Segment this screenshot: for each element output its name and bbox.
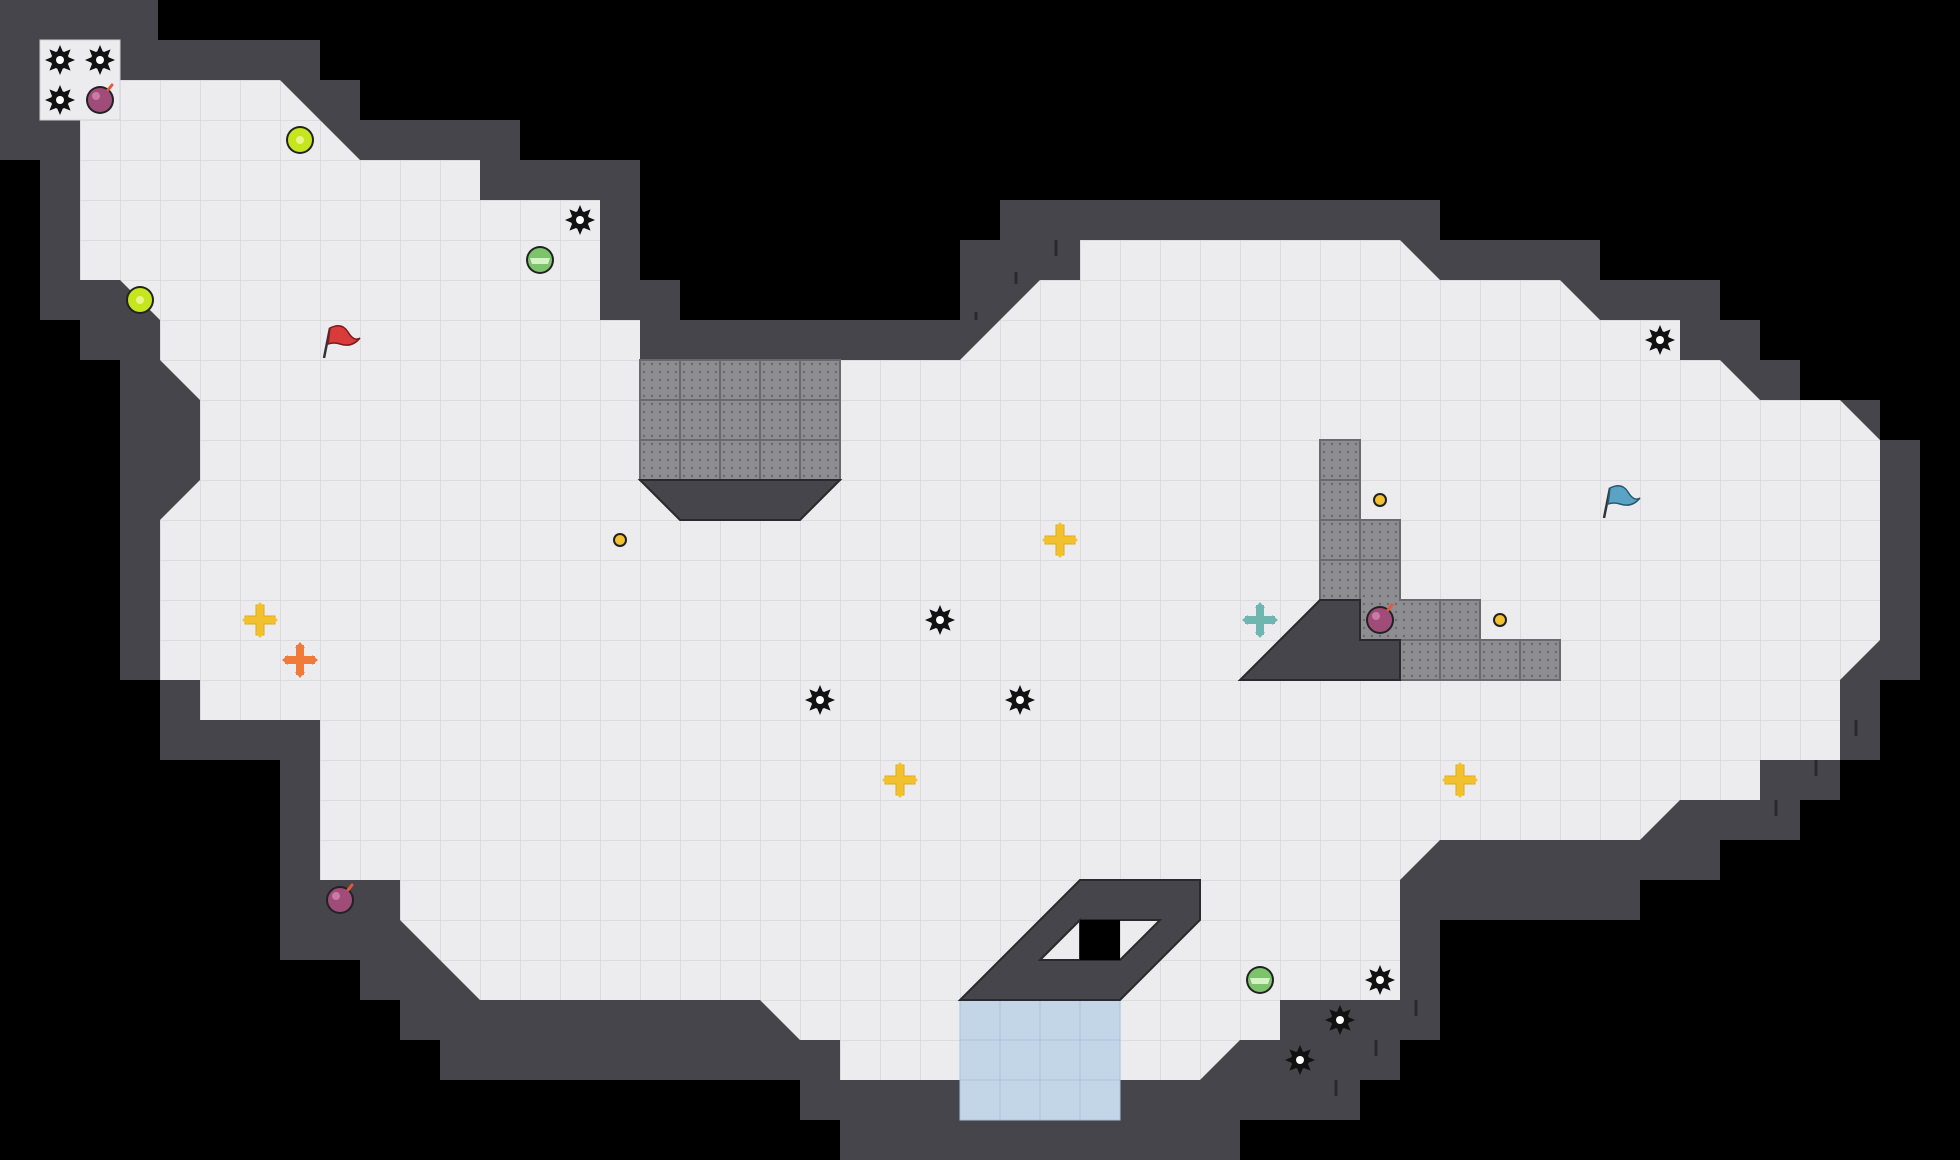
gold-coin bbox=[1373, 493, 1387, 507]
spike-mine bbox=[1325, 1005, 1355, 1035]
spike-mine bbox=[45, 45, 75, 75]
spike-mine bbox=[805, 685, 835, 715]
arena-floor bbox=[40, 40, 1880, 1120]
spike-mine bbox=[85, 45, 115, 75]
spike-mine bbox=[1645, 325, 1675, 355]
grated-block-right-grid bbox=[1320, 479, 1560, 680]
spike-mine bbox=[1285, 1045, 1315, 1075]
gold-coin bbox=[1493, 613, 1507, 627]
water-grid bbox=[960, 1000, 1120, 1120]
yellow-orb bbox=[286, 126, 314, 154]
wall-notches bbox=[974, 240, 1858, 1096]
spike-mine bbox=[1365, 965, 1395, 995]
spike-mine bbox=[565, 205, 595, 235]
wall-wedge-left bbox=[637, 479, 843, 521]
grated-block-left-grid bbox=[640, 360, 840, 480]
grated-block-left bbox=[639, 359, 841, 481]
gold-coin bbox=[613, 533, 627, 547]
wall-wedge-right bbox=[1237, 599, 1401, 681]
spike-mine bbox=[1005, 685, 1035, 715]
spike-mine bbox=[45, 85, 75, 115]
green-orb bbox=[1246, 966, 1274, 994]
blue-flag bbox=[1602, 485, 1641, 519]
green-orb bbox=[526, 246, 554, 274]
spike-mine bbox=[925, 605, 955, 635]
red-flag bbox=[322, 325, 361, 359]
yellow-orb bbox=[126, 286, 154, 314]
diamond-hole bbox=[1080, 920, 1120, 960]
